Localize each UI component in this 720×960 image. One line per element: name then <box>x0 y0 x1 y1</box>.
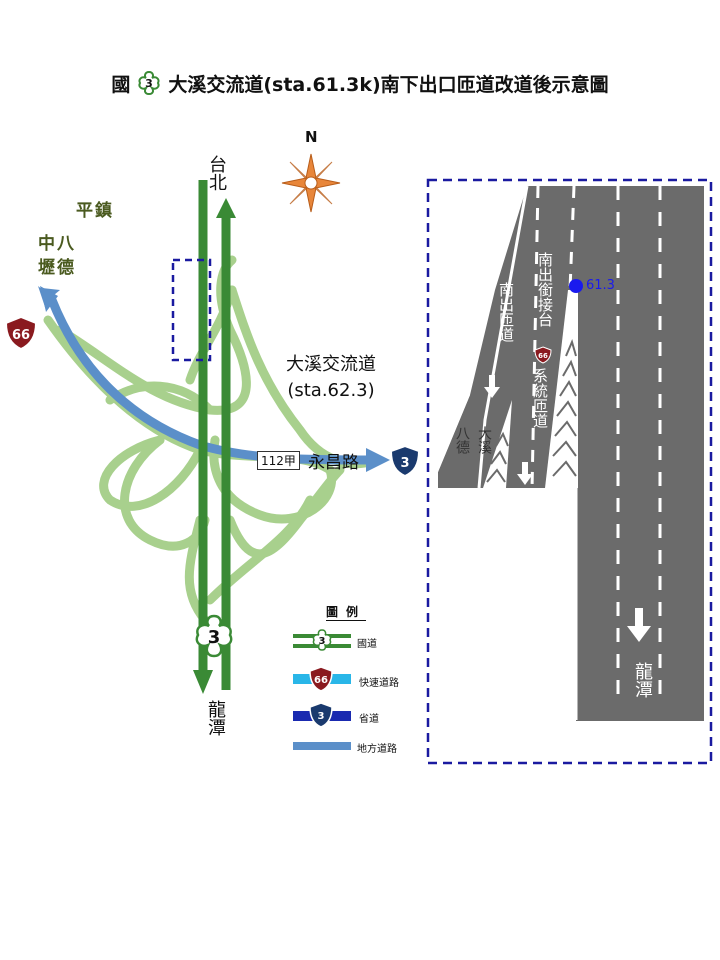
label-zhongli-bade: 中八 壢德 <box>38 232 76 280</box>
detail-expressway-66-shield-icon: 66 <box>534 346 552 364</box>
svg-text:3: 3 <box>318 711 325 722</box>
interchange-sta: (sta.62.3) <box>287 380 375 401</box>
label-zhongli-bade-line1: 中八 <box>38 234 76 254</box>
detail-bade: 八德 <box>454 426 470 454</box>
label-pingzhen: 平鎮 <box>76 201 114 221</box>
ramp-loops <box>43 255 380 625</box>
interchange-label: 大溪交流道 (sta.62.3) <box>286 352 376 404</box>
compass-north-label: N <box>305 128 318 146</box>
detail-daxi-bade: 大溪 八德 <box>452 426 494 454</box>
detail-daxi: 大溪 <box>476 426 492 454</box>
svg-text:3: 3 <box>319 636 326 647</box>
detail-ramp-connect-1: 南出銜接台 <box>536 252 554 327</box>
detail-ramp-south-exit: 南出匝道 <box>497 282 515 342</box>
title-shield-number: 3 <box>146 77 154 90</box>
legend-provincial: 省道 <box>359 714 379 725</box>
legend-local: 地方道路 <box>357 744 397 755</box>
freeway-arrow-north <box>216 198 236 218</box>
station-marker-dot <box>569 279 583 293</box>
freeway-shield-number: 3 <box>208 627 221 648</box>
legend-expressway: 快速道路 <box>359 678 399 689</box>
local-route-tag: 112甲 <box>257 451 300 470</box>
freeway-mainline <box>198 180 231 690</box>
legend-provincial-shield-icon: 3 <box>309 702 333 728</box>
detail-longtan: 龍潭 <box>632 662 653 698</box>
detail-ramp-connect-2: 系統匝道 <box>531 368 549 428</box>
detail-connect-shield-number: 66 <box>538 352 548 360</box>
legend-freeway-shield-icon: 3 <box>312 629 332 651</box>
freeway-shield-icon: 3 <box>136 70 162 96</box>
expressway-shield-number: 66 <box>12 328 30 343</box>
svg-text:66: 66 <box>314 675 328 686</box>
freeway-arrow-south <box>193 670 213 694</box>
label-zhongli-bade-line2: 壢德 <box>38 258 76 278</box>
page-title: 國 3 大溪交流道(sta.61.3k)南下出口匝道改道後示意圖 <box>0 68 720 98</box>
compass-rose-icon <box>281 153 341 213</box>
expressway-66-shield-icon: 66 <box>4 315 38 351</box>
detail-station-label: 61.3 <box>586 278 615 293</box>
legend-title: 圖例 <box>326 605 367 621</box>
legend-expressway-shield-icon: 66 <box>309 666 333 692</box>
focus-area-box <box>171 258 212 362</box>
title-text: 大溪交流道(sta.61.3k)南下出口匝道改道後示意圖 <box>168 73 609 96</box>
detail-frame <box>426 178 713 765</box>
provincial-shield-number: 3 <box>400 456 409 471</box>
interchange-name: 大溪交流道 <box>286 354 376 375</box>
label-taipei: 台北 <box>206 155 227 191</box>
local-route-name: 永昌路 <box>308 453 359 473</box>
provincial-3-shield-icon: 3 <box>389 444 421 478</box>
detail-roads <box>438 185 704 721</box>
label-longtan: 龍潭 <box>205 700 226 736</box>
freeway-3-shield-icon: 3 <box>195 614 233 658</box>
title-prefix: 國 <box>111 73 131 96</box>
legend-freeway: 國道 <box>357 639 377 650</box>
